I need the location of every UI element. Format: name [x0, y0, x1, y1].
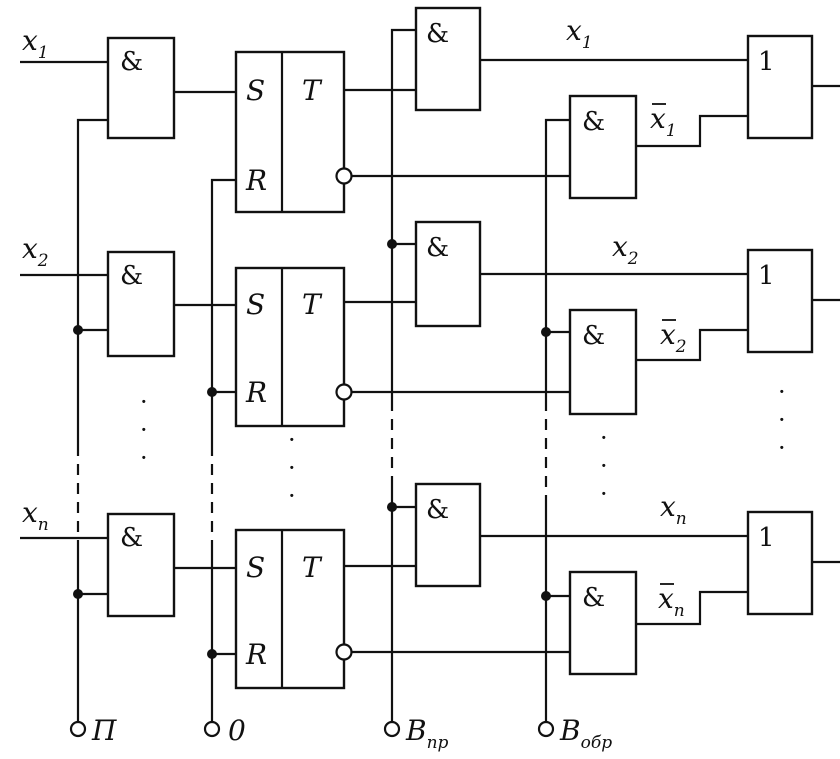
svg-text:&: & [582, 583, 605, 613]
output-label-x2: x2 [612, 230, 639, 269]
inverse-and-gate-n: & [568, 570, 638, 676]
direct-and-gate-1: & [414, 6, 482, 112]
direct-and-gate-n: & [414, 482, 482, 588]
svg-text:·: · [288, 454, 296, 482]
svg-text:R: R [245, 376, 267, 409]
svg-text:&: & [120, 261, 143, 291]
inverse-and-gate-1: & [568, 94, 638, 200]
terminal-p: П [69, 714, 117, 747]
svg-text:1: 1 [758, 47, 775, 77]
svg-text:·: · [140, 444, 148, 472]
row-1-wires [20, 58, 748, 178]
rs-flipflop-2: S R T [234, 266, 353, 428]
svg-text:S: S [246, 74, 265, 107]
svg-text:·: · [288, 482, 296, 510]
svg-text:&: & [120, 523, 143, 553]
output-label-not-x2: x2 [660, 318, 687, 357]
input-label-xn: xn [22, 496, 49, 535]
output-label-xn: xn [660, 490, 687, 529]
svg-text:·: · [140, 388, 148, 416]
svg-text:·: · [600, 424, 608, 452]
ellipsis-column-or: · · · [778, 378, 786, 462]
terminal-zero: 0 [203, 714, 246, 747]
svg-text:T: T [302, 74, 323, 107]
svg-text:·: · [778, 378, 786, 406]
or-gate-n: 1 [746, 510, 814, 616]
output-label-not-x1: x1 [650, 102, 677, 141]
ellipsis-column-input: · · · [140, 388, 148, 472]
input-label-x1: x1 [22, 24, 49, 63]
rs-flipflop-n: S R T [234, 528, 353, 690]
output-label-x1: x1 [566, 14, 593, 53]
svg-text:·: · [140, 416, 148, 444]
svg-text:R: R [245, 638, 267, 671]
svg-text:0: 0 [228, 714, 246, 747]
svg-text:П: П [91, 714, 117, 747]
input-label-x2: x2 [22, 232, 49, 271]
svg-text:x2: x2 [660, 318, 687, 357]
svg-text:Bпр: Bпр [405, 714, 449, 753]
terminal-v-obr: Bобр [537, 714, 612, 753]
or-gate-1: 1 [746, 34, 814, 140]
svg-text:·: · [778, 434, 786, 462]
input-and-gate-n: & [106, 512, 176, 618]
svg-text:Bобр: Bобр [559, 714, 612, 753]
inverse-and-gate-2: & [568, 308, 638, 416]
row-2-wires [20, 242, 748, 394]
or-gate-2: 1 [746, 248, 814, 354]
svg-text:x1: x1 [650, 102, 677, 141]
svg-text:T: T [302, 288, 323, 321]
output-label-not-xn: xn [658, 582, 685, 621]
svg-text:&: & [426, 19, 449, 49]
svg-text:&: & [120, 47, 143, 77]
input-and-gate-1: & [106, 36, 176, 140]
svg-text:·: · [600, 480, 608, 508]
rs-flipflop-1: S R T [234, 50, 353, 214]
svg-text:xn: xn [658, 582, 685, 621]
svg-text:&: & [582, 321, 605, 351]
svg-text:&: & [426, 233, 449, 263]
svg-text:&: & [582, 107, 605, 137]
direct-and-gate-2: & [414, 220, 482, 328]
svg-text:&: & [426, 495, 449, 525]
or-output-wires [812, 84, 840, 564]
svg-text:T: T [302, 551, 323, 584]
svg-text:·: · [600, 452, 608, 480]
svg-text:·: · [288, 426, 296, 454]
svg-text:1: 1 [758, 261, 775, 291]
svg-text:R: R [245, 164, 267, 197]
svg-text:1: 1 [758, 523, 775, 553]
ellipsis-column-inverse: · · · [600, 424, 608, 508]
ellipsis-column-flipflop: · · · [288, 426, 296, 510]
svg-text:S: S [246, 551, 265, 584]
terminal-v-pr: Bпр [383, 714, 449, 753]
svg-text:·: · [778, 406, 786, 434]
input-and-gate-2: & [106, 250, 176, 358]
junction-dots [73, 239, 551, 659]
svg-text:S: S [246, 288, 265, 321]
